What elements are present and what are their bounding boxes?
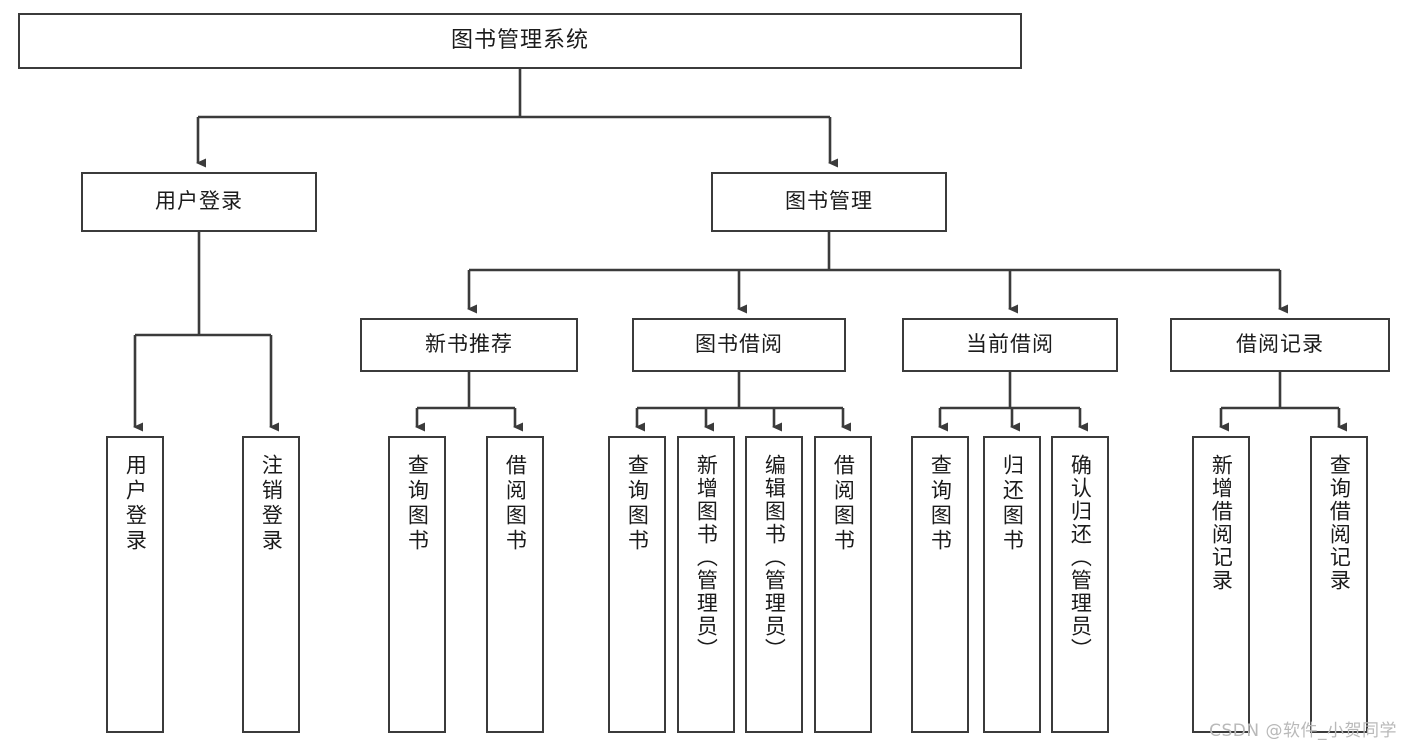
leaf-query-book-3[interactable]: 查询图书 xyxy=(911,436,969,733)
leaf-query-record[interactable]: 查询借阅记录 xyxy=(1310,436,1368,733)
leaf-add-book[interactable]: 新增图书（管理员） xyxy=(677,436,735,733)
leaf-add-record[interactable]: 新增借阅记录 xyxy=(1192,436,1250,733)
leaf-borrow-book-1-label: 借阅图书 xyxy=(503,454,528,554)
node-book-borrow[interactable]: 图书借阅 xyxy=(632,318,846,372)
node-user-login-label: 用户登录 xyxy=(155,189,243,214)
leaf-borrow-book-2-label: 借阅图书 xyxy=(831,454,856,554)
leaf-logout[interactable]: 注销登录 xyxy=(242,436,300,733)
leaf-query-record-label: 查询借阅记录 xyxy=(1327,454,1352,592)
node-borrow-record[interactable]: 借阅记录 xyxy=(1170,318,1390,372)
node-book-manage-label: 图书管理 xyxy=(785,189,873,214)
leaf-user-login[interactable]: 用户登录 xyxy=(106,436,164,733)
leaf-return-book-label: 归还图书 xyxy=(1000,454,1025,554)
node-current-borrow-label: 当前借阅 xyxy=(966,332,1054,357)
leaf-add-record-label: 新增借阅记录 xyxy=(1209,454,1234,592)
node-book-manage[interactable]: 图书管理 xyxy=(711,172,947,232)
node-root[interactable]: 图书管理系统 xyxy=(18,13,1022,69)
leaf-query-book-2[interactable]: 查询图书 xyxy=(608,436,666,733)
leaf-edit-book[interactable]: 编辑图书（管理员） xyxy=(745,436,803,733)
leaf-add-book-label: 新增图书（管理员） xyxy=(694,454,719,661)
leaf-logout-label: 注销登录 xyxy=(259,454,284,554)
node-new-book-rec-label: 新书推荐 xyxy=(425,332,513,357)
node-book-borrow-label: 图书借阅 xyxy=(695,332,783,357)
csdn-watermark: CSDN @软件_小贺同学 xyxy=(1209,721,1397,741)
leaf-user-login-label: 用户登录 xyxy=(123,454,148,554)
node-current-borrow[interactable]: 当前借阅 xyxy=(902,318,1118,372)
leaf-query-book-2-label: 查询图书 xyxy=(625,454,650,554)
leaf-edit-book-label: 编辑图书（管理员） xyxy=(762,454,787,661)
node-borrow-record-label: 借阅记录 xyxy=(1236,332,1324,357)
leaf-confirm-return[interactable]: 确认归还（管理员） xyxy=(1051,436,1109,733)
leaf-borrow-book-2[interactable]: 借阅图书 xyxy=(814,436,872,733)
leaf-return-book[interactable]: 归还图书 xyxy=(983,436,1041,733)
node-user-login[interactable]: 用户登录 xyxy=(81,172,317,232)
leaf-confirm-return-label: 确认归还（管理员） xyxy=(1068,454,1093,661)
leaf-query-book-1-label: 查询图书 xyxy=(405,454,430,554)
leaf-query-book-1[interactable]: 查询图书 xyxy=(388,436,446,733)
node-new-book-rec[interactable]: 新书推荐 xyxy=(360,318,578,372)
leaf-borrow-book-1[interactable]: 借阅图书 xyxy=(486,436,544,733)
leaf-query-book-3-label: 查询图书 xyxy=(928,454,953,554)
node-root-label: 图书管理系统 xyxy=(450,27,589,53)
